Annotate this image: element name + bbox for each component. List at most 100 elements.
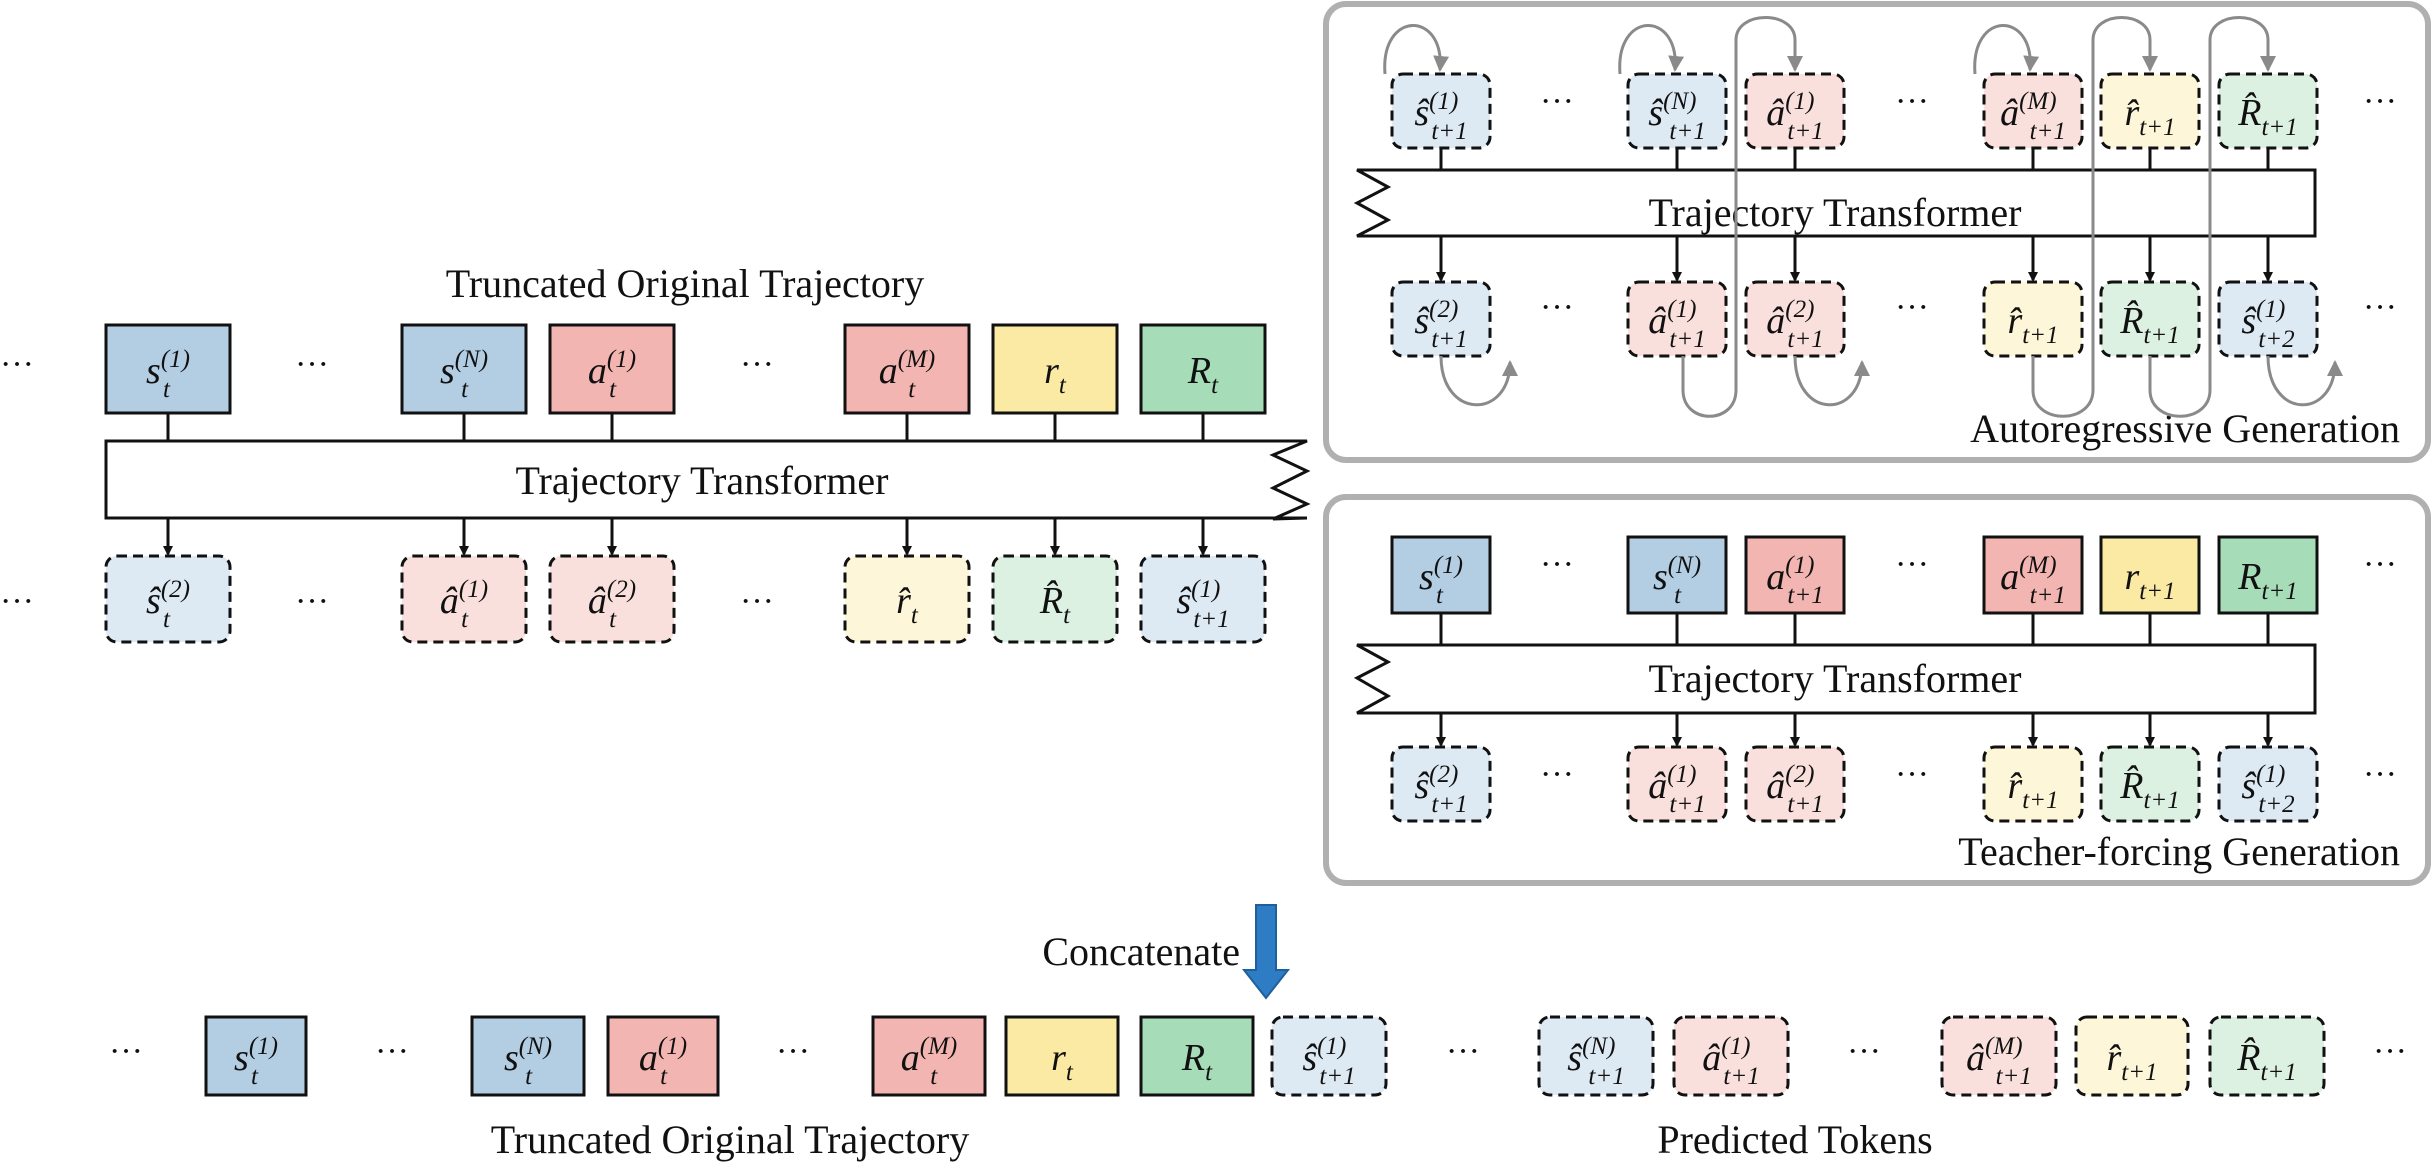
tf-output-token-2-box <box>1626 745 1728 823</box>
tf-output-token-4: r̂t+1 <box>1982 745 2084 823</box>
left-input-token-6: Rt <box>1139 323 1267 415</box>
left-input-token-1: s(1)t <box>104 323 232 415</box>
bottom-token-9: â(1)t+1 <box>1672 1015 1790 1097</box>
tf-input-token-4-box <box>1982 535 2084 615</box>
left-input-token-6-box <box>1139 323 1267 415</box>
ar-input-token-6-label: R̂t+1 <box>2237 92 2298 141</box>
ar-input-token-5: r̂t+1 <box>2099 72 2201 150</box>
bottom-token-12-label: R̂t+1 <box>2236 1037 2297 1086</box>
tf-input-token-5-box <box>2099 535 2201 615</box>
ar-input-token-4: â(M)t+1 <box>1982 72 2084 150</box>
tf-output-token-1: ŝ(2)t+1 <box>1390 745 1492 823</box>
bottom-token-3: a(1)t <box>606 1015 720 1097</box>
tf-ellipsis-1: ··· <box>1540 546 1574 583</box>
bottom-token-11: r̂t+1 <box>2074 1015 2190 1097</box>
bottom-token-2-label: s(N)t <box>504 1033 552 1090</box>
left-ellipsis-4: ··· <box>0 583 34 620</box>
left-transformer-bar <box>104 439 1311 521</box>
bottom-token-5-box <box>1004 1015 1120 1097</box>
left-output-token-4-box <box>843 554 971 644</box>
ar-output-token-6: ŝ(1)t+2 <box>2217 280 2319 358</box>
tf-output-token-5-label: R̂t+1 <box>2119 765 2180 814</box>
tf-ellipsis-5: ··· <box>1895 756 1929 793</box>
left-input-token-4-box <box>843 323 971 415</box>
tf-input-token-6-label: Rt+1 <box>2237 556 2298 605</box>
left-ellipsis-2: ··· <box>295 346 329 383</box>
bottom-token-1-box <box>204 1015 308 1097</box>
ar-ellipsis-6: ··· <box>2363 289 2397 326</box>
bottom-token-2: s(N)t <box>470 1015 586 1097</box>
left-title: Truncated Original Trajectory <box>446 261 924 306</box>
left-output-token-4: r̂t <box>843 554 971 644</box>
ar-input-token-1: ŝ(1)t+1 <box>1390 72 1492 150</box>
bottom-token-12-box <box>2208 1015 2326 1097</box>
teacher-transformer-label: Trajectory Transformer <box>1649 656 2022 701</box>
loops-layer <box>1383 16 2343 418</box>
left-output-token-2: â(1)t <box>400 554 528 644</box>
tf-ellipsis-4: ··· <box>1540 756 1574 793</box>
ar-top-loop-2 <box>1618 24 1685 75</box>
bottom-token-4-box <box>871 1015 987 1097</box>
left-output-token-5: R̂t <box>991 554 1119 644</box>
bottom-token-3-label: a(1)t <box>639 1033 687 1090</box>
bottom-token-2-box <box>470 1015 586 1097</box>
tf-input-token-2-label: s(N)t <box>1653 552 1701 609</box>
tf-input-token-4: a(M)t+1 <box>1982 535 2084 615</box>
left-input-token-5-label: rt <box>1044 350 1067 399</box>
bottom-ellipsis-3: ··· <box>776 1033 810 1070</box>
tf-output-token-1-box <box>1390 745 1492 823</box>
ar-output-token-2-label: â(1)t+1 <box>1648 296 1705 353</box>
ar-input-token-6: R̂t+1 <box>2217 72 2319 150</box>
left-input-token-1-label: s(1)t <box>146 346 190 403</box>
tf-output-token-6-box <box>2217 745 2319 823</box>
tf-output-token-4-label: r̂t+1 <box>2007 765 2058 814</box>
ar-ellipsis-3: ··· <box>2363 83 2397 120</box>
tf-ellipsis-2: ··· <box>1895 546 1929 583</box>
left-input-token-4-label: a(M)t <box>879 346 935 403</box>
left-output-token-1-label: ŝ(2)t <box>146 576 190 633</box>
bottom-token-9-box <box>1672 1015 1790 1097</box>
autoregressive-transformer-label: Trajectory Transformer <box>1649 190 2022 235</box>
left-output-token-5-box <box>991 554 1119 644</box>
bottom-token-8-label: ŝ(N)t+1 <box>1567 1033 1624 1090</box>
bottom-ellipsis-2: ··· <box>375 1033 409 1070</box>
bottom-token-7: ŝ(1)t+1 <box>1270 1015 1388 1097</box>
bottom-token-4: a(M)t <box>871 1015 987 1097</box>
ar-bottom-loop-2 <box>1793 355 1870 407</box>
teacher-transformer-bar <box>1353 643 2317 715</box>
ar-bottom-loop-3 <box>2266 355 2343 407</box>
tf-output-token-2: â(1)t+1 <box>1626 745 1728 823</box>
bottom-token-6-box <box>1139 1015 1255 1097</box>
ar-input-token-5-label: r̂t+1 <box>2124 92 2175 141</box>
bottom-token-12: R̂t+1 <box>2208 1015 2326 1097</box>
bottom-ellipsis-1: ··· <box>109 1033 143 1070</box>
ar-output-token-3-label: â(2)t+1 <box>1766 296 1823 353</box>
tf-ellipsis-6: ··· <box>2363 756 2397 793</box>
bottom-ellipsis-4: ··· <box>1446 1033 1480 1070</box>
ar-bottom-loop-1 <box>1439 355 1518 407</box>
bottom-token-8: ŝ(N)t+1 <box>1537 1015 1655 1097</box>
left-output-token-6-label: ŝ(1)t+1 <box>1176 576 1229 633</box>
tf-output-token-4-box <box>1982 745 2084 823</box>
tf-input-token-1: s(1)t <box>1390 535 1492 615</box>
ar-input-token-3-label: â(1)t+1 <box>1766 88 1823 145</box>
ar-ellipsis-5: ··· <box>1895 289 1929 326</box>
bottom-token-10-label: â(M)t+1 <box>1966 1033 2032 1090</box>
ar-input-token-4-label: â(M)t+1 <box>2000 88 2066 145</box>
ar-ellipsis-2: ··· <box>1895 83 1929 120</box>
left-ellipsis-3: ··· <box>740 346 774 383</box>
bottom-token-3-box <box>606 1015 720 1097</box>
left-output-token-2-label: â(1)t <box>440 576 488 633</box>
ellipsis-layer: ··· ··· ··· ··· ··· ··· ··· ··· ··· ··· ··· ··· ··· ·… <box>0 83 2407 1070</box>
bottom-token-6-label: Rt <box>1181 1037 1213 1086</box>
ar-output-token-1: ŝ(2)t+1 <box>1390 280 1492 358</box>
ar-output-token-4: r̂t+1 <box>1982 280 2084 358</box>
left-output-token-2-box <box>400 554 528 644</box>
left-output-token-5-label: R̂t <box>1039 580 1071 629</box>
bottom-token-4-label: a(M)t <box>901 1033 957 1090</box>
left-input-token-3-label: a(1)t <box>588 346 636 403</box>
left-ellipsis-1: ··· <box>0 346 34 383</box>
bottom-token-5: rt <box>1004 1015 1120 1097</box>
